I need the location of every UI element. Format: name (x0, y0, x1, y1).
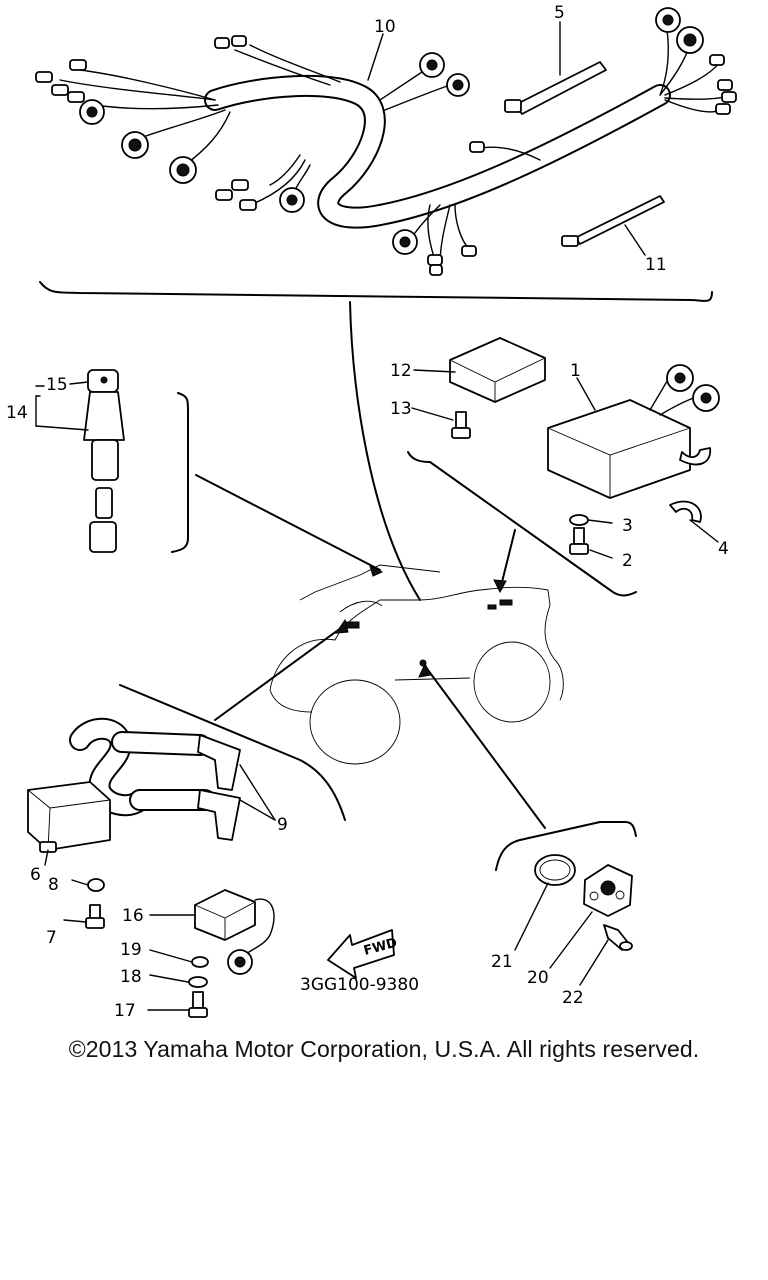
arrow-head (334, 618, 349, 634)
band-11 (561, 195, 665, 247)
callout-9: 9 (277, 815, 288, 835)
callout-1: 1 (570, 361, 581, 381)
callout-21: 21 (491, 952, 513, 972)
callout-11: 11 (645, 255, 667, 275)
callout-8: 8 (48, 875, 59, 895)
washer-19 (191, 956, 209, 968)
screw-22 (603, 924, 633, 951)
pointer-harness (349, 301, 421, 601)
spark-plug-cap-9 (197, 734, 241, 841)
parts-diagram: FWD 3GG100-9380 (6, 3, 737, 1020)
harness-bracket (39, 281, 713, 302)
callout-22: 22 (562, 988, 584, 1008)
main-switch (83, 369, 125, 553)
regulator-12 (449, 337, 546, 403)
washer-8 (87, 878, 105, 892)
callout-5: 5 (554, 3, 565, 23)
arrow-head (418, 662, 432, 678)
clamp-4 (669, 500, 702, 523)
bolt-2 (569, 527, 589, 555)
callout-10: 10 (374, 17, 396, 37)
cdi-bracket (407, 451, 637, 597)
neutral-switch-20 (583, 864, 633, 917)
fwd-arrow: FWD (327, 929, 399, 979)
o-ring-21 (534, 854, 576, 886)
pointer-switch (195, 474, 381, 571)
callout-14: 14 (6, 403, 28, 423)
arrow-head (493, 579, 507, 594)
callout-2: 2 (622, 551, 633, 571)
callout-17: 17 (114, 1001, 136, 1020)
pointer-sensor (424, 665, 546, 829)
wire-harness (35, 7, 737, 276)
callout-13: 13 (390, 399, 412, 419)
bolt-17 (188, 991, 208, 1018)
switch-bracket (171, 392, 189, 553)
callout-7: 7 (46, 928, 57, 948)
callout-20: 20 (527, 968, 549, 988)
callout-16: 16 (122, 906, 144, 926)
callout-12: 12 (390, 361, 412, 381)
callout-15: 15 (46, 375, 68, 395)
pointer-coil (214, 624, 346, 721)
arrow-head (369, 565, 384, 577)
diagram-code: 3GG100-9380 (300, 975, 419, 995)
nut-18 (188, 976, 208, 988)
callout-18: 18 (120, 967, 142, 987)
copyright-notice: ©2013 Yamaha Motor Corporation, U.S.A. A… (68, 1036, 700, 1062)
bolt-7 (85, 904, 105, 929)
cdi-unit-1 (547, 364, 720, 499)
rectifier-16 (194, 889, 275, 975)
callout-19: 19 (120, 940, 142, 960)
ignition-coil-6 (27, 717, 216, 853)
coil-bracket (119, 684, 346, 821)
pointer-cdi (499, 529, 516, 591)
bolt-13 (451, 411, 471, 439)
callout-4: 4 (718, 539, 729, 559)
callout-leaders (35, 21, 719, 1011)
callout-3: 3 (622, 516, 633, 536)
cable-tie-5 (504, 61, 607, 115)
callout-6: 6 (30, 865, 41, 885)
sensor-bracket (495, 821, 637, 871)
washer-3 (569, 514, 589, 526)
